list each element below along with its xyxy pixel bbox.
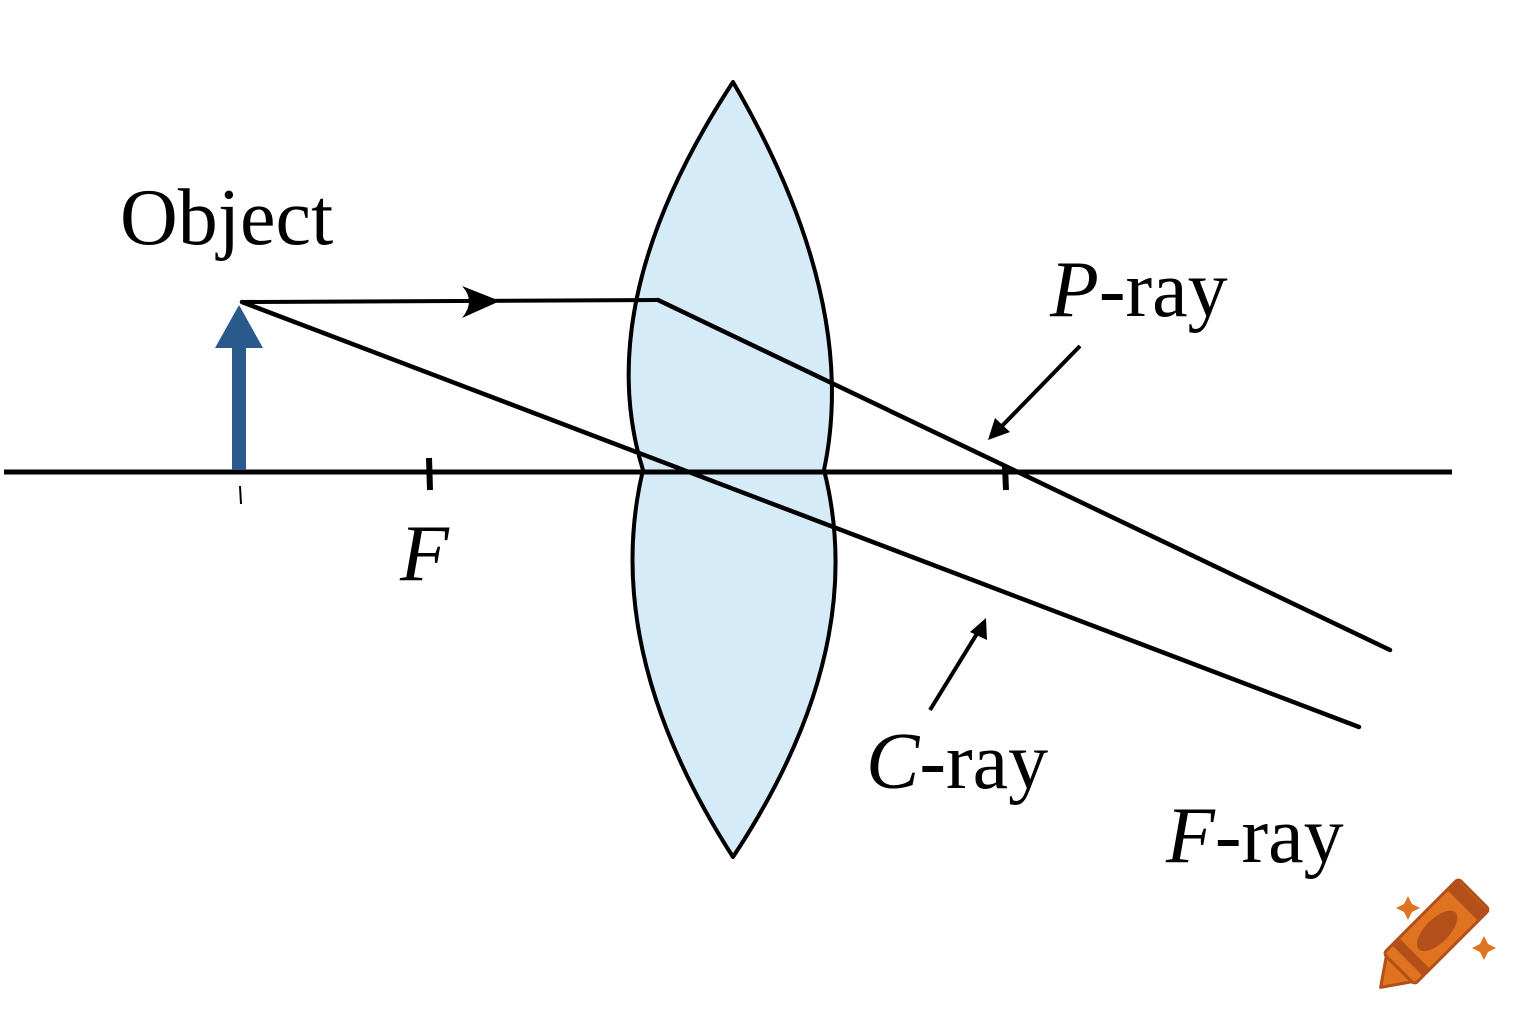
p-ray-suffix: -ray (1099, 246, 1228, 334)
p-ray-pointer (988, 344, 1082, 440)
focal-point-label: F (399, 510, 450, 598)
focal-point-tick-left (426, 457, 433, 491)
f-ray-letter: F (1165, 792, 1216, 880)
p-ray-label: P-ray (1049, 246, 1228, 334)
p-ray-letter: P (1049, 246, 1099, 334)
c-ray-path (239, 299, 1362, 730)
object-label: Object (120, 174, 333, 262)
c-ray-pointer (928, 618, 987, 712)
c-ray-label: C-ray (866, 718, 1048, 806)
crayon-icon (1379, 878, 1496, 989)
object-position-tick (239, 485, 242, 505)
c-ray-suffix: -ray (919, 718, 1048, 806)
p-ray-path (240, 297, 1393, 653)
f-ray-suffix: -ray (1215, 792, 1344, 880)
c-ray-letter: C (866, 718, 921, 806)
f-ray-label: F-ray (1165, 792, 1344, 880)
object-arrow (215, 305, 263, 470)
focal-point-tick-right (1002, 465, 1009, 491)
ray-direction-arrowhead (462, 286, 500, 318)
